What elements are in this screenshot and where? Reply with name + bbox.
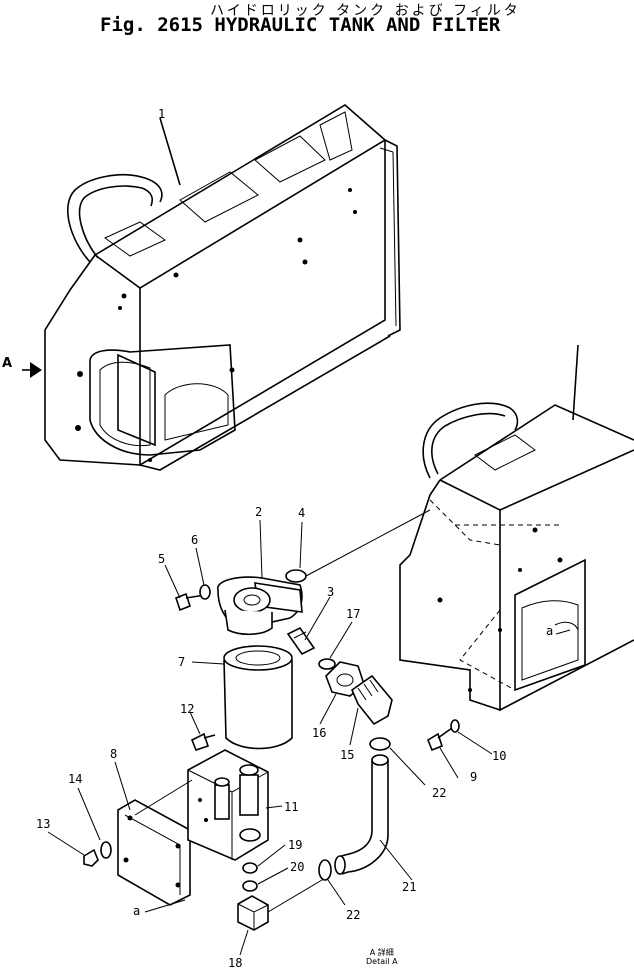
callout-1: 1	[158, 107, 166, 121]
elbow-15	[351, 674, 393, 726]
callout-10: 10	[492, 749, 507, 763]
o-ring-4	[285, 569, 307, 583]
callout-16: 16	[312, 726, 327, 740]
callout-5: 5	[158, 552, 166, 566]
callout-2: 2	[255, 505, 263, 519]
callout-12: 12	[180, 702, 195, 716]
figure-title: Fig. 2615 HYDRAULIC TANK AND FILTER	[100, 14, 501, 36]
callout-15: 15	[340, 748, 355, 762]
bolt-12	[190, 732, 216, 751]
filter-element	[223, 645, 293, 750]
bracket-8	[117, 799, 191, 906]
washer-14	[100, 841, 112, 859]
nut-13	[83, 848, 99, 867]
callout-21: 21	[402, 880, 417, 894]
detail-a-caption-en: Detail A	[366, 957, 398, 966]
filter-head	[217, 576, 303, 636]
hose-21	[334, 754, 389, 875]
o-ring-20	[242, 880, 258, 892]
callout-18: 18	[228, 956, 243, 970]
seal-19	[242, 862, 258, 874]
connector-3	[286, 626, 316, 656]
detail-a-caption: A 詳細 Detail A	[366, 948, 398, 966]
callout-a-tank: a	[546, 624, 554, 638]
hydraulic-tank-main-view	[44, 104, 401, 471]
callout-13: 13	[36, 817, 51, 831]
callout-8: 8	[110, 747, 118, 761]
callout-17: 17	[346, 607, 361, 621]
callout-a-bracket: a	[133, 904, 141, 918]
washer-6	[199, 584, 211, 600]
elbow-18	[237, 895, 269, 931]
figure-title-japanese: ハイドロリック タンク および フィルタ	[210, 3, 521, 19]
view-arrow-label: A	[2, 356, 13, 371]
callout-20: 20	[290, 860, 305, 874]
hydraulic-tank-detail-view	[399, 402, 634, 712]
hose-clamp-lower	[318, 859, 332, 881]
hose-clamp-upper	[369, 737, 391, 751]
callout-11: 11	[284, 800, 299, 814]
callout-22-upper: 22	[432, 786, 447, 800]
callout-7: 7	[178, 655, 186, 669]
callout-19: 19	[288, 838, 303, 852]
bolt-9	[427, 727, 453, 752]
callout-4: 4	[298, 506, 306, 520]
callout-14: 14	[68, 772, 83, 786]
detail-a-caption-jp: A 詳細	[369, 948, 394, 957]
valve-block-11	[187, 749, 269, 861]
callout-3: 3	[327, 585, 335, 599]
o-ring-17	[318, 658, 336, 670]
callout-22-lower: 22	[346, 908, 361, 922]
washer-10	[450, 719, 460, 733]
callout-6: 6	[191, 533, 199, 547]
callout-9: 9	[470, 770, 478, 784]
